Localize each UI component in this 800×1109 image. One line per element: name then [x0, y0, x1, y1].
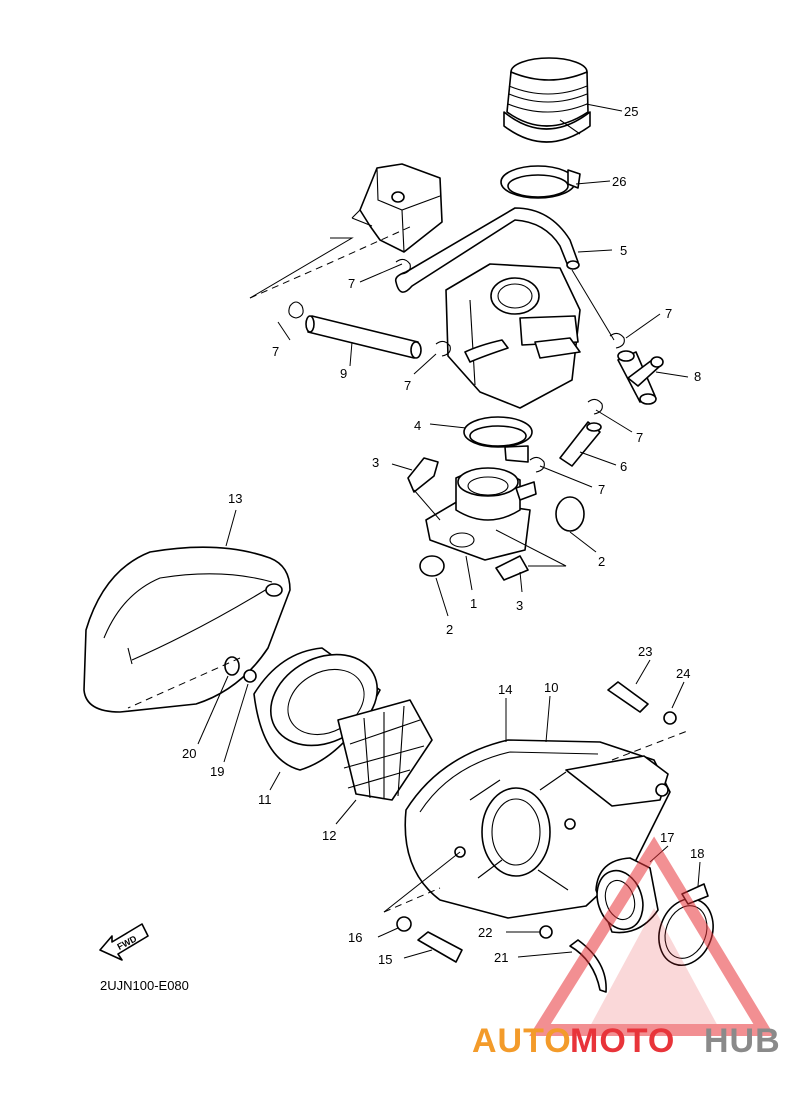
callout-4: 4: [414, 418, 421, 433]
part-26-clamp: [500, 165, 581, 199]
alignment-dashes: [127, 225, 691, 913]
watermark-triangle-inner: [588, 908, 720, 1030]
carburetor-body: [445, 263, 581, 409]
callout-3a: 3: [372, 455, 379, 470]
callout-14: 14: [498, 682, 512, 697]
watermark-auto: AUTO: [472, 1022, 572, 1060]
callout-3b: 3: [516, 598, 523, 613]
callout-11: 11: [258, 792, 272, 807]
callout-21: 21: [494, 950, 508, 965]
part-22-clip: [539, 925, 553, 939]
callout-13: 13: [228, 491, 242, 506]
callout-2b: 2: [446, 622, 453, 637]
part-16-washer: [396, 916, 412, 932]
part-25-intake-duct: [503, 57, 591, 143]
diagram-code: 2UJN100-E080: [100, 978, 189, 993]
part-20-screw: [224, 656, 240, 676]
callout-25: 25: [624, 104, 638, 119]
callout-22: 22: [478, 925, 492, 940]
callout-6: 6: [620, 459, 627, 474]
callout-8: 8: [694, 369, 701, 384]
callout-7d: 7: [665, 306, 672, 321]
callout-20: 20: [182, 746, 196, 761]
part-6-tube: [559, 421, 602, 467]
hose-clips: [288, 258, 625, 473]
leader-lines: [197, 103, 701, 959]
watermark-hub: HUB: [704, 1022, 781, 1060]
part-12-filter-cage: [337, 699, 433, 801]
snorkel-box: [351, 163, 443, 253]
part-9-hose: [305, 315, 422, 359]
callout-7b: 7: [272, 344, 279, 359]
callout-5: 5: [620, 243, 627, 258]
part-4-clamp: [463, 416, 533, 463]
callout-23: 23: [638, 644, 652, 659]
callout-1: 1: [470, 596, 477, 611]
part-2-oring-right: [555, 496, 585, 532]
watermark: [529, 836, 775, 1036]
connector-tube: [464, 339, 509, 363]
callout-2a: 2: [598, 554, 605, 569]
callout-7f: 7: [598, 482, 605, 497]
callout-16: 16: [348, 930, 362, 945]
callout-19: 19: [210, 764, 224, 779]
fwd-arrow: FWD: [99, 923, 149, 961]
part-15-bolt: [417, 931, 463, 963]
callout-9: 9: [340, 366, 347, 381]
callout-26: 26: [612, 174, 626, 189]
watermark-moto: MOTO: [570, 1022, 675, 1060]
callout-24: 24: [676, 666, 690, 681]
callout-17: 17: [660, 830, 674, 845]
callout-7e: 7: [636, 430, 643, 445]
part-8-t-joint: [617, 350, 664, 405]
watermark-logo: AUTO MOTO HUB: [472, 1022, 781, 1060]
part-23-bolt: [607, 681, 649, 713]
callout-7a: 7: [348, 276, 355, 291]
watermark-triangle: [529, 836, 775, 1036]
part-1-joint: [425, 467, 537, 561]
callout-10: 10: [544, 680, 558, 695]
part-24-washer: [663, 711, 677, 725]
part-3-bolts: [407, 457, 529, 581]
callout-18: 18: [690, 846, 704, 861]
part-19-washer: [243, 669, 257, 683]
callout-labels: 25 26 5 7 7 7 7 7 7 9 8 4 6 3 3 13 2 2 1…: [182, 104, 704, 967]
part-2-oring-left: [419, 555, 445, 577]
callout-12: 12: [322, 828, 336, 843]
callout-7c: 7: [404, 378, 411, 393]
callout-15: 15: [378, 952, 392, 967]
